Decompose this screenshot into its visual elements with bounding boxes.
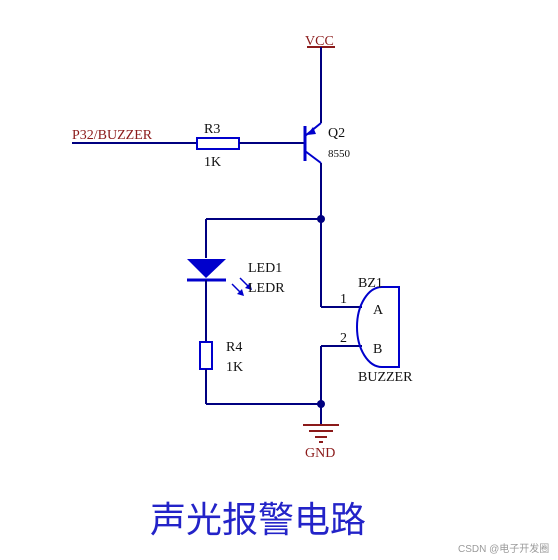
- input-net-label: P32/BUZZER: [72, 128, 153, 143]
- bz1-pin2-name: B: [373, 342, 382, 357]
- q2-designator: Q2: [328, 126, 345, 141]
- bz1-buzzer: [356, 286, 400, 368]
- bz1-pin2-number: 2: [340, 331, 347, 346]
- led1-diode: [187, 259, 252, 296]
- led1-value: LEDR: [248, 281, 285, 296]
- r3-value: 1K: [204, 155, 221, 170]
- watermark: CSDN @电子开发圈: [458, 542, 549, 555]
- vcc-label: VCC: [305, 34, 334, 49]
- bz1-value: BUZZER: [358, 370, 413, 385]
- q2-value: 8550: [328, 148, 351, 160]
- q2-transistor: [303, 122, 322, 164]
- r3-resistor: [196, 137, 240, 150]
- diagram-title: 声光报警电路: [150, 500, 366, 541]
- r4-resistor: [199, 341, 213, 370]
- bz1-pin1-number: 1: [340, 292, 347, 307]
- bz1-designator: BZ1: [358, 276, 383, 291]
- ground-symbol: [303, 424, 339, 443]
- gnd-label: GND: [305, 446, 335, 461]
- r3-designator: R3: [204, 122, 220, 137]
- bz1-pin1-name: A: [373, 303, 384, 318]
- r4-designator: R4: [226, 340, 242, 355]
- vcc-symbol: [307, 46, 335, 123]
- r4-value: 1K: [226, 360, 243, 375]
- led1-designator: LED1: [248, 261, 282, 276]
